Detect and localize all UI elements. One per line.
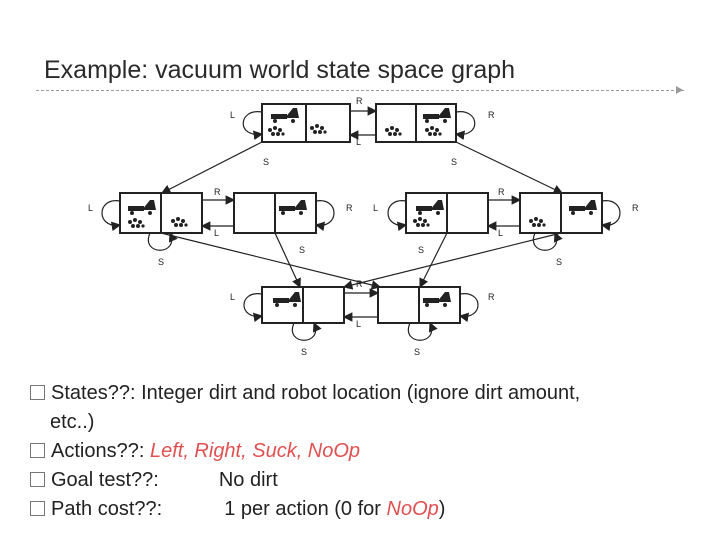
- label-r: R: [632, 203, 639, 213]
- bullet-goal: Goal test??: No dirt: [30, 466, 710, 495]
- label-s: S: [301, 347, 307, 357]
- path-value-noop: NoOp: [386, 498, 439, 520]
- bullet-list: States??: Integer dirt and robot locatio…: [30, 379, 710, 524]
- bullet-box-icon: [30, 501, 45, 516]
- bullet-actions: Actions??: Left, Right, Suck, NoOp: [30, 437, 710, 466]
- label-s: S: [263, 157, 269, 167]
- label-l: L: [498, 228, 503, 238]
- label-s: S: [451, 157, 457, 167]
- path-label: Path cost??:: [51, 498, 163, 520]
- label-l: L: [356, 137, 361, 147]
- label-r: R: [488, 292, 495, 302]
- label-l: L: [373, 203, 378, 213]
- label-r: R: [356, 96, 363, 106]
- actions-value: Left, Right, Suck, NoOp: [149, 440, 361, 462]
- bullet-states-cont: etc..): [30, 408, 710, 437]
- label-l: L: [88, 203, 93, 213]
- states-text: Integer dirt and robot location (ignore …: [141, 382, 581, 404]
- label-l: L: [230, 292, 235, 302]
- goal-value: No dirt: [218, 469, 278, 491]
- label-l: L: [214, 228, 219, 238]
- label-s: S: [418, 245, 424, 255]
- bullet-states: States??: Integer dirt and robot locatio…: [30, 379, 710, 408]
- path-value-suffix: ): [438, 498, 446, 520]
- label-l: L: [230, 110, 235, 120]
- title-divider: [36, 90, 684, 91]
- state-box-bottom: [261, 286, 461, 324]
- states-continuation: etc..): [50, 411, 95, 433]
- label-s: S: [414, 347, 420, 357]
- bullet-path: Path cost??: 1 per action (0 for NoOp): [30, 495, 710, 524]
- path-value-prefix: 1 per action (0 for: [224, 498, 387, 520]
- bullet-box-icon: [30, 385, 45, 400]
- label-r: R: [214, 187, 221, 197]
- label-r: R: [488, 110, 495, 120]
- transition-arrows: [101, 106, 621, 341]
- slide-title: Example: vacuum world state space graph: [44, 56, 516, 84]
- label-r: R: [346, 203, 353, 213]
- label-l: L: [356, 319, 361, 329]
- label-r: R: [498, 187, 505, 197]
- label-s: S: [556, 257, 562, 267]
- bullet-box-icon: [30, 472, 45, 487]
- state-space-graph: R L L R S S R R L R L R L L S S S S R L …: [88, 96, 639, 357]
- bullet-box-icon: [30, 443, 45, 458]
- label-r: R: [356, 279, 363, 289]
- goal-label: Goal test??:: [51, 469, 159, 491]
- actions-label: Actions??:: [51, 440, 145, 462]
- state-box-middle: [119, 192, 603, 234]
- label-s: S: [299, 245, 305, 255]
- label-s: S: [158, 257, 164, 267]
- divider-arrow-icon: [676, 86, 683, 94]
- states-label: States??:: [51, 382, 136, 404]
